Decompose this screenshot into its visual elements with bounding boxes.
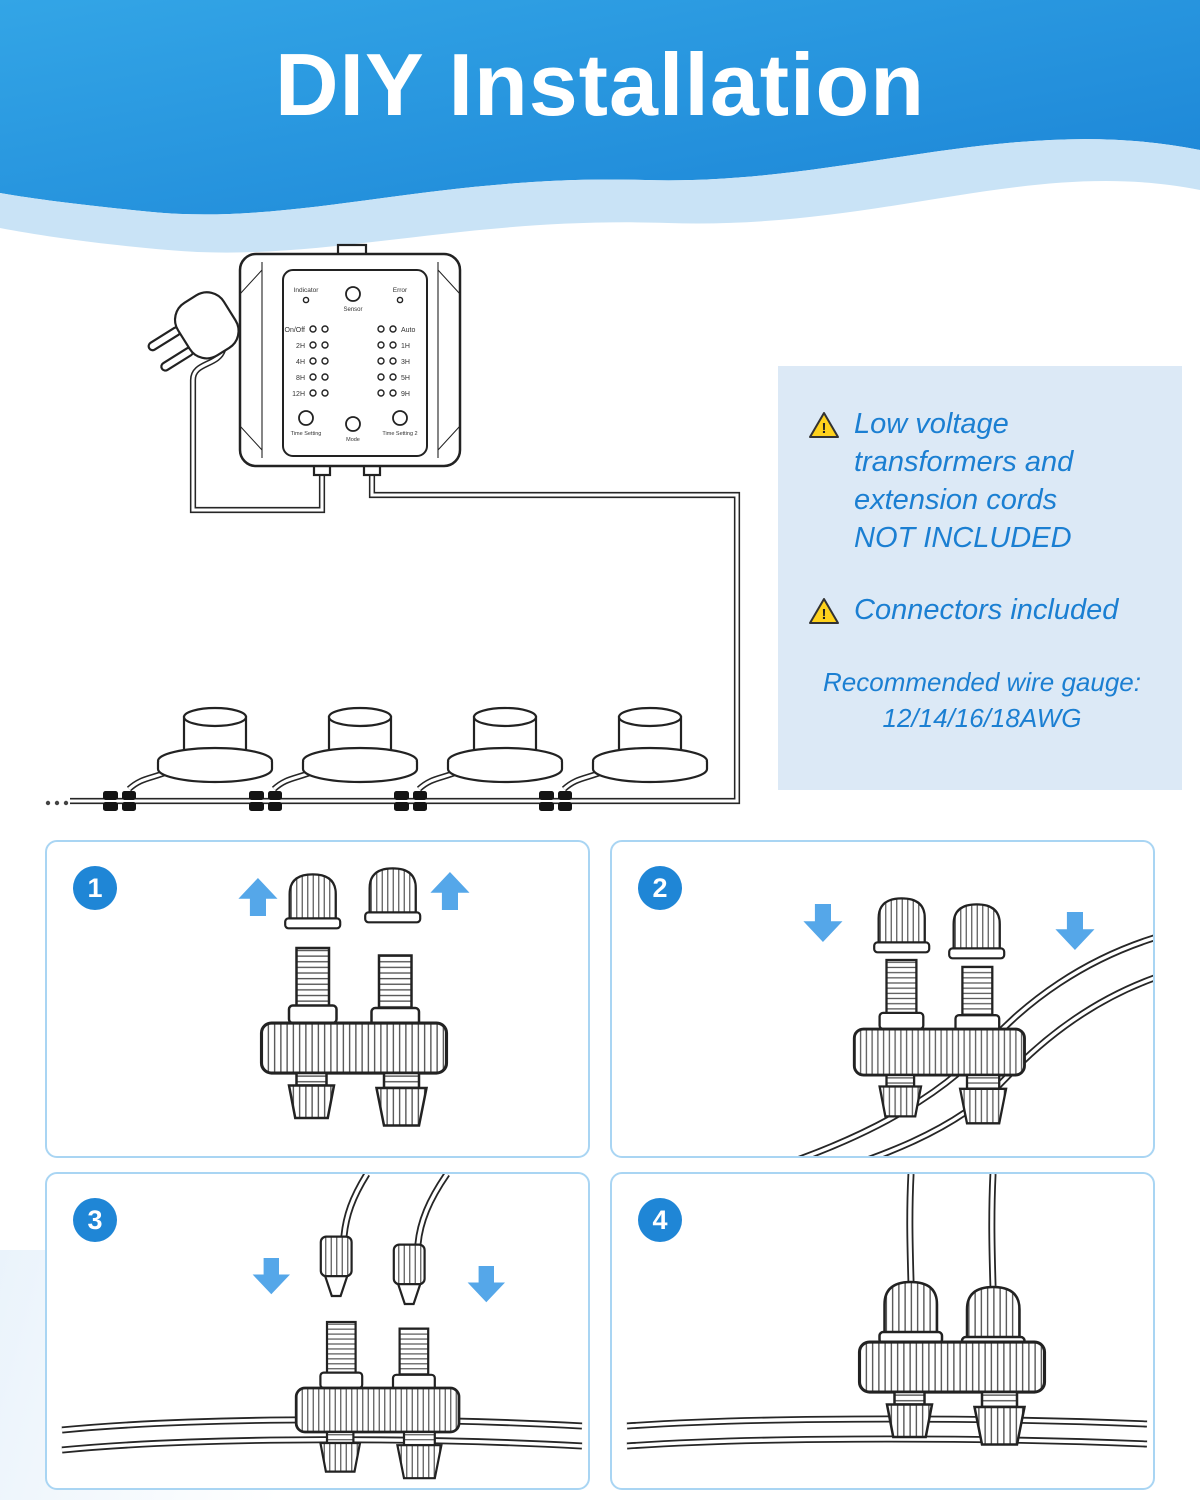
cable-gland bbox=[392, 1243, 426, 1306]
page-title: DIY Installation bbox=[274, 35, 926, 134]
note-connectors: ! Connectors included bbox=[808, 592, 1156, 630]
wire-connector-2 bbox=[249, 791, 282, 811]
mode-button bbox=[345, 416, 361, 432]
step-panel-2: 2 bbox=[610, 840, 1155, 1158]
svg-text:3H: 3H bbox=[401, 359, 410, 366]
puck-light-2 bbox=[301, 706, 419, 784]
svg-text:4H: 4H bbox=[296, 359, 305, 366]
warning-triangle-icon: ! bbox=[809, 412, 839, 438]
svg-text:9H: 9H bbox=[401, 391, 410, 398]
wire-connector-3 bbox=[394, 791, 427, 811]
step-number-badge: 1 bbox=[73, 866, 117, 910]
header-blue-band bbox=[0, 0, 1200, 215]
svg-text:2H: 2H bbox=[296, 343, 305, 350]
warning-triangle-icon: ! bbox=[809, 597, 839, 624]
seal-cap bbox=[364, 867, 422, 924]
cable-continuation-dots bbox=[45, 800, 69, 806]
label-time-setting: Time Setting bbox=[291, 431, 322, 437]
step-panel-3: 3 bbox=[45, 1172, 590, 1490]
info-box: ! Low voltage transformers and extension… bbox=[778, 366, 1182, 790]
arrow-down-icon bbox=[252, 1258, 290, 1295]
note-not-included: ! Low voltage transformers and extension… bbox=[808, 406, 1156, 558]
label-indicator: Indicator bbox=[294, 287, 320, 294]
light-wires bbox=[906, 1174, 997, 1287]
puck-light-3 bbox=[446, 706, 564, 784]
svg-text:Auto: Auto bbox=[401, 327, 416, 334]
note-text-not-included: Low voltage transformers and extension c… bbox=[854, 408, 1074, 554]
svg-text:5H: 5H bbox=[401, 375, 410, 382]
wire-gauge-note: Recommended wire gauge: 12/14/16/18AWG bbox=[808, 664, 1156, 737]
header-light-band bbox=[0, 139, 1200, 253]
arrow-up-icon bbox=[238, 878, 277, 916]
seal-cap bbox=[284, 873, 342, 930]
arrow-up-icon bbox=[430, 872, 469, 910]
wire-connector-4 bbox=[539, 791, 572, 811]
header-wave bbox=[0, 0, 1200, 253]
arrow-down-icon bbox=[467, 1266, 505, 1303]
cable-gland bbox=[319, 1235, 353, 1298]
step-3-illustration bbox=[61, 1174, 583, 1488]
t-connector-body bbox=[854, 960, 1024, 1123]
label-error: Error bbox=[393, 287, 408, 294]
power-cord bbox=[189, 348, 326, 514]
controller-box: Indicator Sensor Error On/Off 2H 4H 8H 1… bbox=[238, 243, 462, 477]
label-mode: Mode bbox=[346, 437, 360, 443]
time-setting-2-button bbox=[392, 410, 408, 426]
svg-text:12H: 12H bbox=[292, 391, 305, 398]
main-cables bbox=[626, 1415, 1148, 1450]
seal-cap bbox=[873, 897, 931, 954]
puck-light-1 bbox=[156, 706, 274, 784]
time-setting-button bbox=[298, 410, 314, 426]
power-plug bbox=[147, 291, 240, 372]
svg-text:!: ! bbox=[822, 606, 827, 623]
note-text-connectors: Connectors included bbox=[854, 593, 1119, 626]
wire-connector-1 bbox=[103, 791, 136, 811]
svg-text:On/Off: On/Off bbox=[285, 327, 306, 334]
svg-text:8H: 8H bbox=[296, 375, 305, 382]
led-rows: On/Off 2H 4H 8H 12H Auto 1H 3H 5H 9H bbox=[285, 325, 416, 398]
seal-cap bbox=[948, 903, 1006, 960]
main-cable bbox=[70, 473, 741, 805]
t-connector-body bbox=[262, 948, 447, 1126]
arrow-down-icon bbox=[803, 904, 843, 942]
t-connector-body bbox=[296, 1322, 459, 1478]
step-number-badge: 3 bbox=[73, 1198, 117, 1242]
label-time-setting-2: Time Setting 2 bbox=[382, 431, 417, 437]
svg-text:!: ! bbox=[822, 420, 827, 437]
label-sensor: Sensor bbox=[343, 307, 362, 313]
svg-text:1H: 1H bbox=[401, 343, 410, 350]
sensor-button bbox=[345, 286, 361, 302]
step-panel-1: 1 bbox=[45, 840, 590, 1158]
step-2-illustration bbox=[797, 897, 1153, 1156]
wiring-diagram: Indicator Sensor Error On/Off 2H 4H 8H 1… bbox=[45, 243, 741, 811]
arrow-down-icon bbox=[1055, 912, 1095, 950]
light-wires bbox=[340, 1174, 450, 1245]
wire-gauge-title: Recommended wire gauge: bbox=[823, 666, 1141, 697]
step-panel-4: 4 bbox=[610, 1172, 1155, 1490]
step-number-badge: 2 bbox=[638, 866, 682, 910]
step-4-illustration bbox=[626, 1174, 1148, 1450]
puck-light-4 bbox=[591, 706, 709, 784]
step-number-badge: 4 bbox=[638, 1198, 682, 1242]
step-1-illustration bbox=[47, 867, 588, 1156]
wire-gauge-value: 12/14/16/18AWG bbox=[882, 703, 1082, 734]
